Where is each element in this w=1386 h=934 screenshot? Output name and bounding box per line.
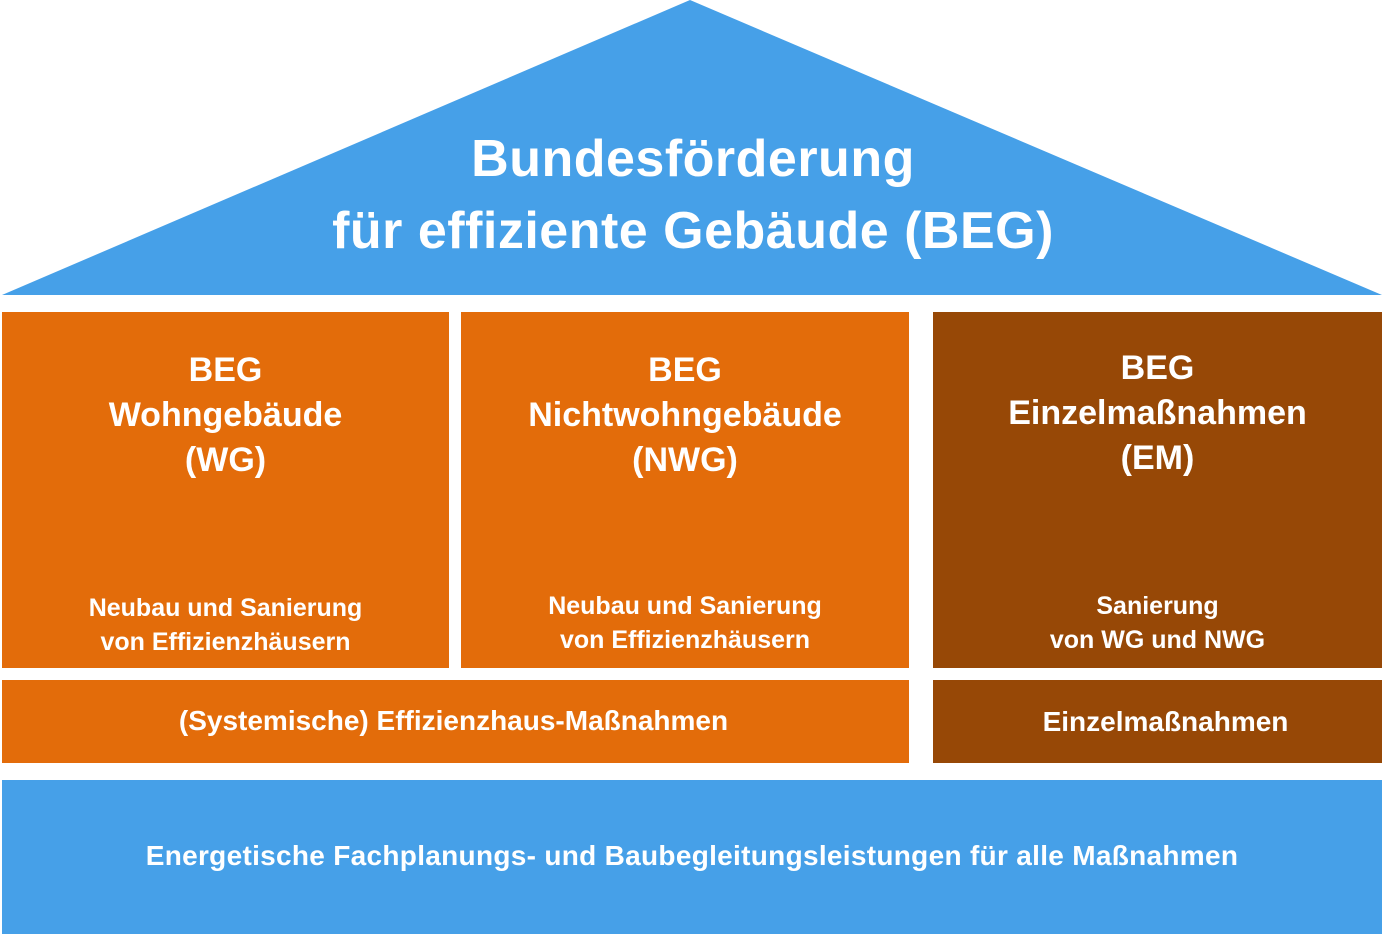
roof-title-line2: für effiziente Gebäude (BEG) [332, 202, 1054, 260]
pillar-title: BEG Einzelmaßnahmen (EM) [933, 346, 1382, 481]
pillar-title-line: (EM) [1120, 439, 1195, 477]
pillar-subtitle: Sanierung von WG und NWG [933, 589, 1382, 657]
pillar-nichtwohngebaeude: BEG Nichtwohngebäude (NWG) Neubau und Sa… [461, 312, 909, 668]
pillar-subtitle-line: von Effizienzhäusern [559, 626, 811, 654]
pillar-title-line: BEG [648, 351, 722, 389]
pillar-subtitle-line: Neubau und Sanierung [88, 594, 363, 622]
pillar-title-line: Einzelmaßnahmen [1008, 394, 1307, 432]
roof-title-line1: Bundesförderung [471, 130, 915, 188]
pillar-subtitle-line: von Effizienzhäusern [100, 628, 351, 656]
pillar-subtitle: Neubau und Sanierung von Effizienzhäuser… [2, 591, 449, 659]
pillar-title-line: (NWG) [632, 441, 738, 479]
foundation-label: Energetische Fachplanungs- und Baubeglei… [145, 840, 1239, 871]
pillar-subtitle: Neubau und Sanierung von Effizienzhäuser… [461, 589, 909, 657]
roof-triangle [2, 0, 1382, 295]
pillar-title-line: BEG [1120, 349, 1195, 387]
pillar-title-line: (WG) [184, 441, 267, 479]
pillar-wohngebaeude: BEG Wohngebäude (WG) Neubau und Sanierun… [2, 312, 449, 668]
pillar-einzelmassnahmen: BEG Einzelmaßnahmen (EM) Sanierung von W… [933, 312, 1382, 668]
pillar-title: BEG Wohngebäude (WG) [2, 348, 449, 483]
foundation-bar: Energetische Fachplanungs- und Baubeglei… [2, 780, 1382, 934]
pillar-subtitle-line: von WG und NWG [1049, 626, 1266, 654]
pillar-subtitle-line: Neubau und Sanierung [548, 592, 822, 620]
individual-measures-label: Einzelmaßnahmen [1042, 706, 1289, 737]
pillar-subtitle-line: Sanierung [1096, 592, 1219, 620]
systemic-measures-label: (Systemische) Effizienzhaus-Maßnahmen [178, 705, 729, 736]
pillar-title: BEG Nichtwohngebäude (NWG) [461, 348, 909, 483]
individual-measures-bar: Einzelmaßnahmen [933, 680, 1382, 763]
pillar-title-line: Wohngebäude [108, 396, 343, 434]
systemic-measures-bar: (Systemische) Effizienzhaus-Maßnahmen [2, 680, 909, 763]
pillar-title-line: BEG [188, 351, 263, 389]
pillar-title-line: Nichtwohngebäude [528, 396, 842, 434]
